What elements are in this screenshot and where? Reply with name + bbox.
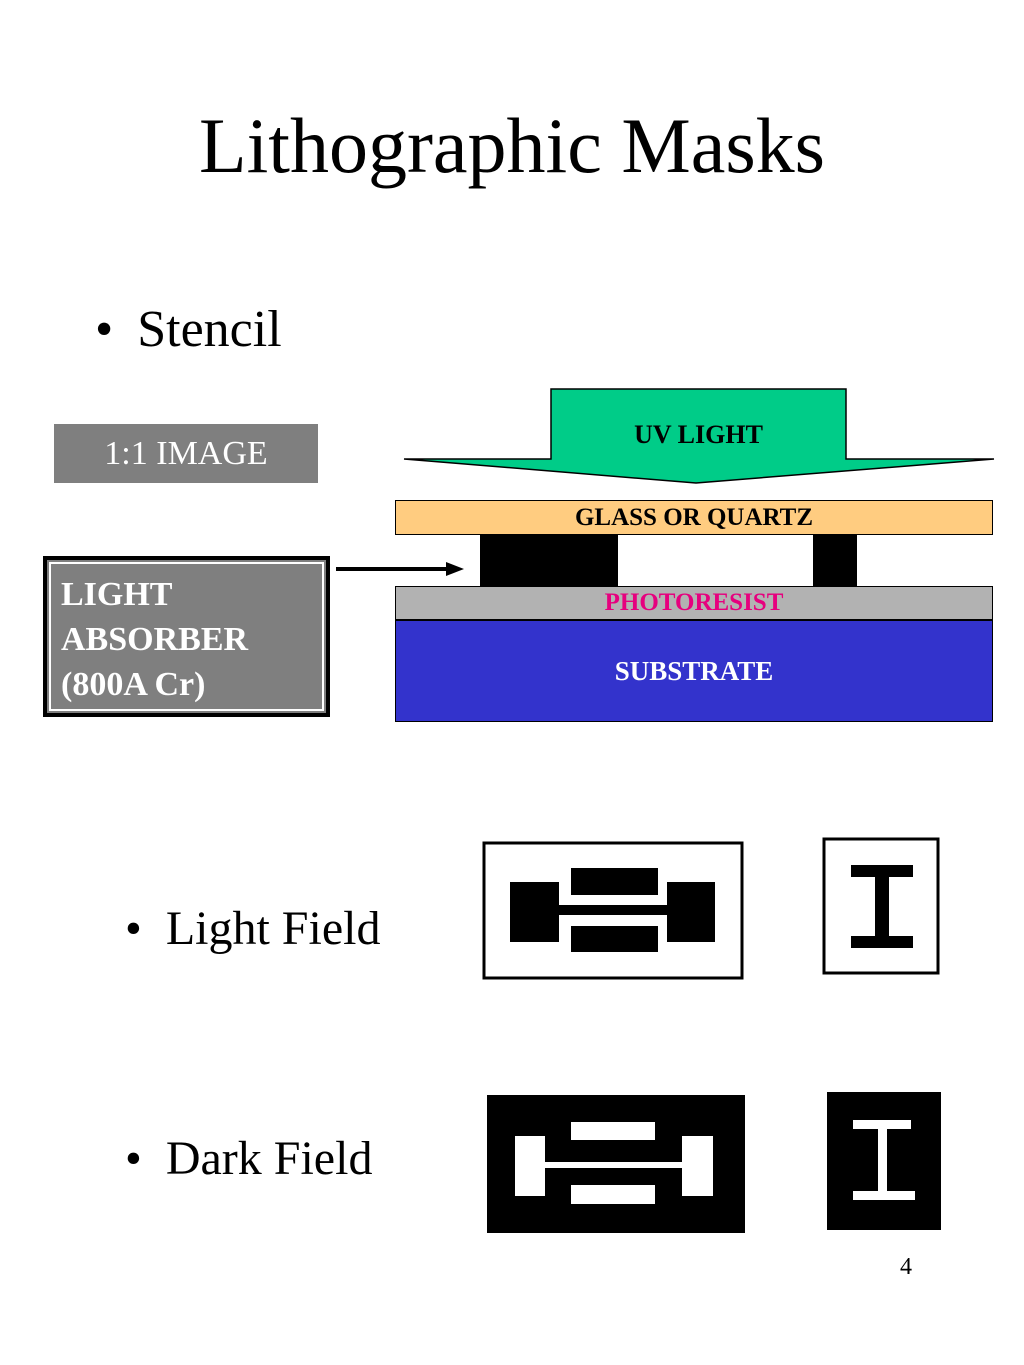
light-field-mask-i-pattern <box>822 837 940 975</box>
substrate-label: SUBSTRATE <box>614 655 774 686</box>
photoresist-layer: PHOTORESIST <box>395 586 993 620</box>
dark-field-mask-i-pattern <box>827 1092 941 1230</box>
bullet-light-field-label: Light Field <box>165 902 381 955</box>
absorber-line-1: LIGHT <box>61 576 173 613</box>
bullet-dark-field-label: Dark Field <box>165 1132 373 1185</box>
absorber-line-3: (800A Cr) <box>61 666 206 703</box>
absorber-label-box: LIGHT ABSORBER (800A Cr) <box>43 556 330 717</box>
glass-layer: GLASS OR QUARTZ <box>395 500 993 535</box>
uv-light-label: UV LIGHT <box>634 420 763 449</box>
image-label: 1:1 IMAGE <box>104 434 268 472</box>
photoresist-label: PHOTORESIST <box>604 589 784 616</box>
absorber-line-2: ABSORBER <box>61 621 249 658</box>
bullet-dark-field: • Dark Field <box>125 1130 372 1188</box>
absorber-inner-border <box>49 562 324 711</box>
uv-light-arrow <box>403 388 995 484</box>
dark-field-mask-pattern <box>487 1095 745 1233</box>
bullet-icon: • <box>95 301 114 358</box>
pointer-arrow-icon <box>336 562 464 576</box>
bullet-icon: • <box>125 902 142 955</box>
bullet-stencil: • Stencil <box>95 298 282 362</box>
page-title: Lithographic Masks <box>198 102 826 189</box>
substrate-layer: SUBSTRATE <box>395 620 993 722</box>
chrome-block-left <box>480 535 618 586</box>
light-field-mask-pattern <box>482 841 744 980</box>
image-label-box: 1:1 IMAGE <box>54 424 318 483</box>
page-number: 4 <box>900 1254 912 1280</box>
absorber-label: LIGHT ABSORBER (800A Cr) <box>61 572 248 707</box>
glass-label: GLASS OR QUARTZ <box>574 503 814 531</box>
bullet-stencil-label: Stencil <box>137 301 282 358</box>
chrome-block-right <box>813 535 857 586</box>
bullet-light-field: • Light Field <box>125 900 380 958</box>
bullet-icon: • <box>125 1132 142 1185</box>
